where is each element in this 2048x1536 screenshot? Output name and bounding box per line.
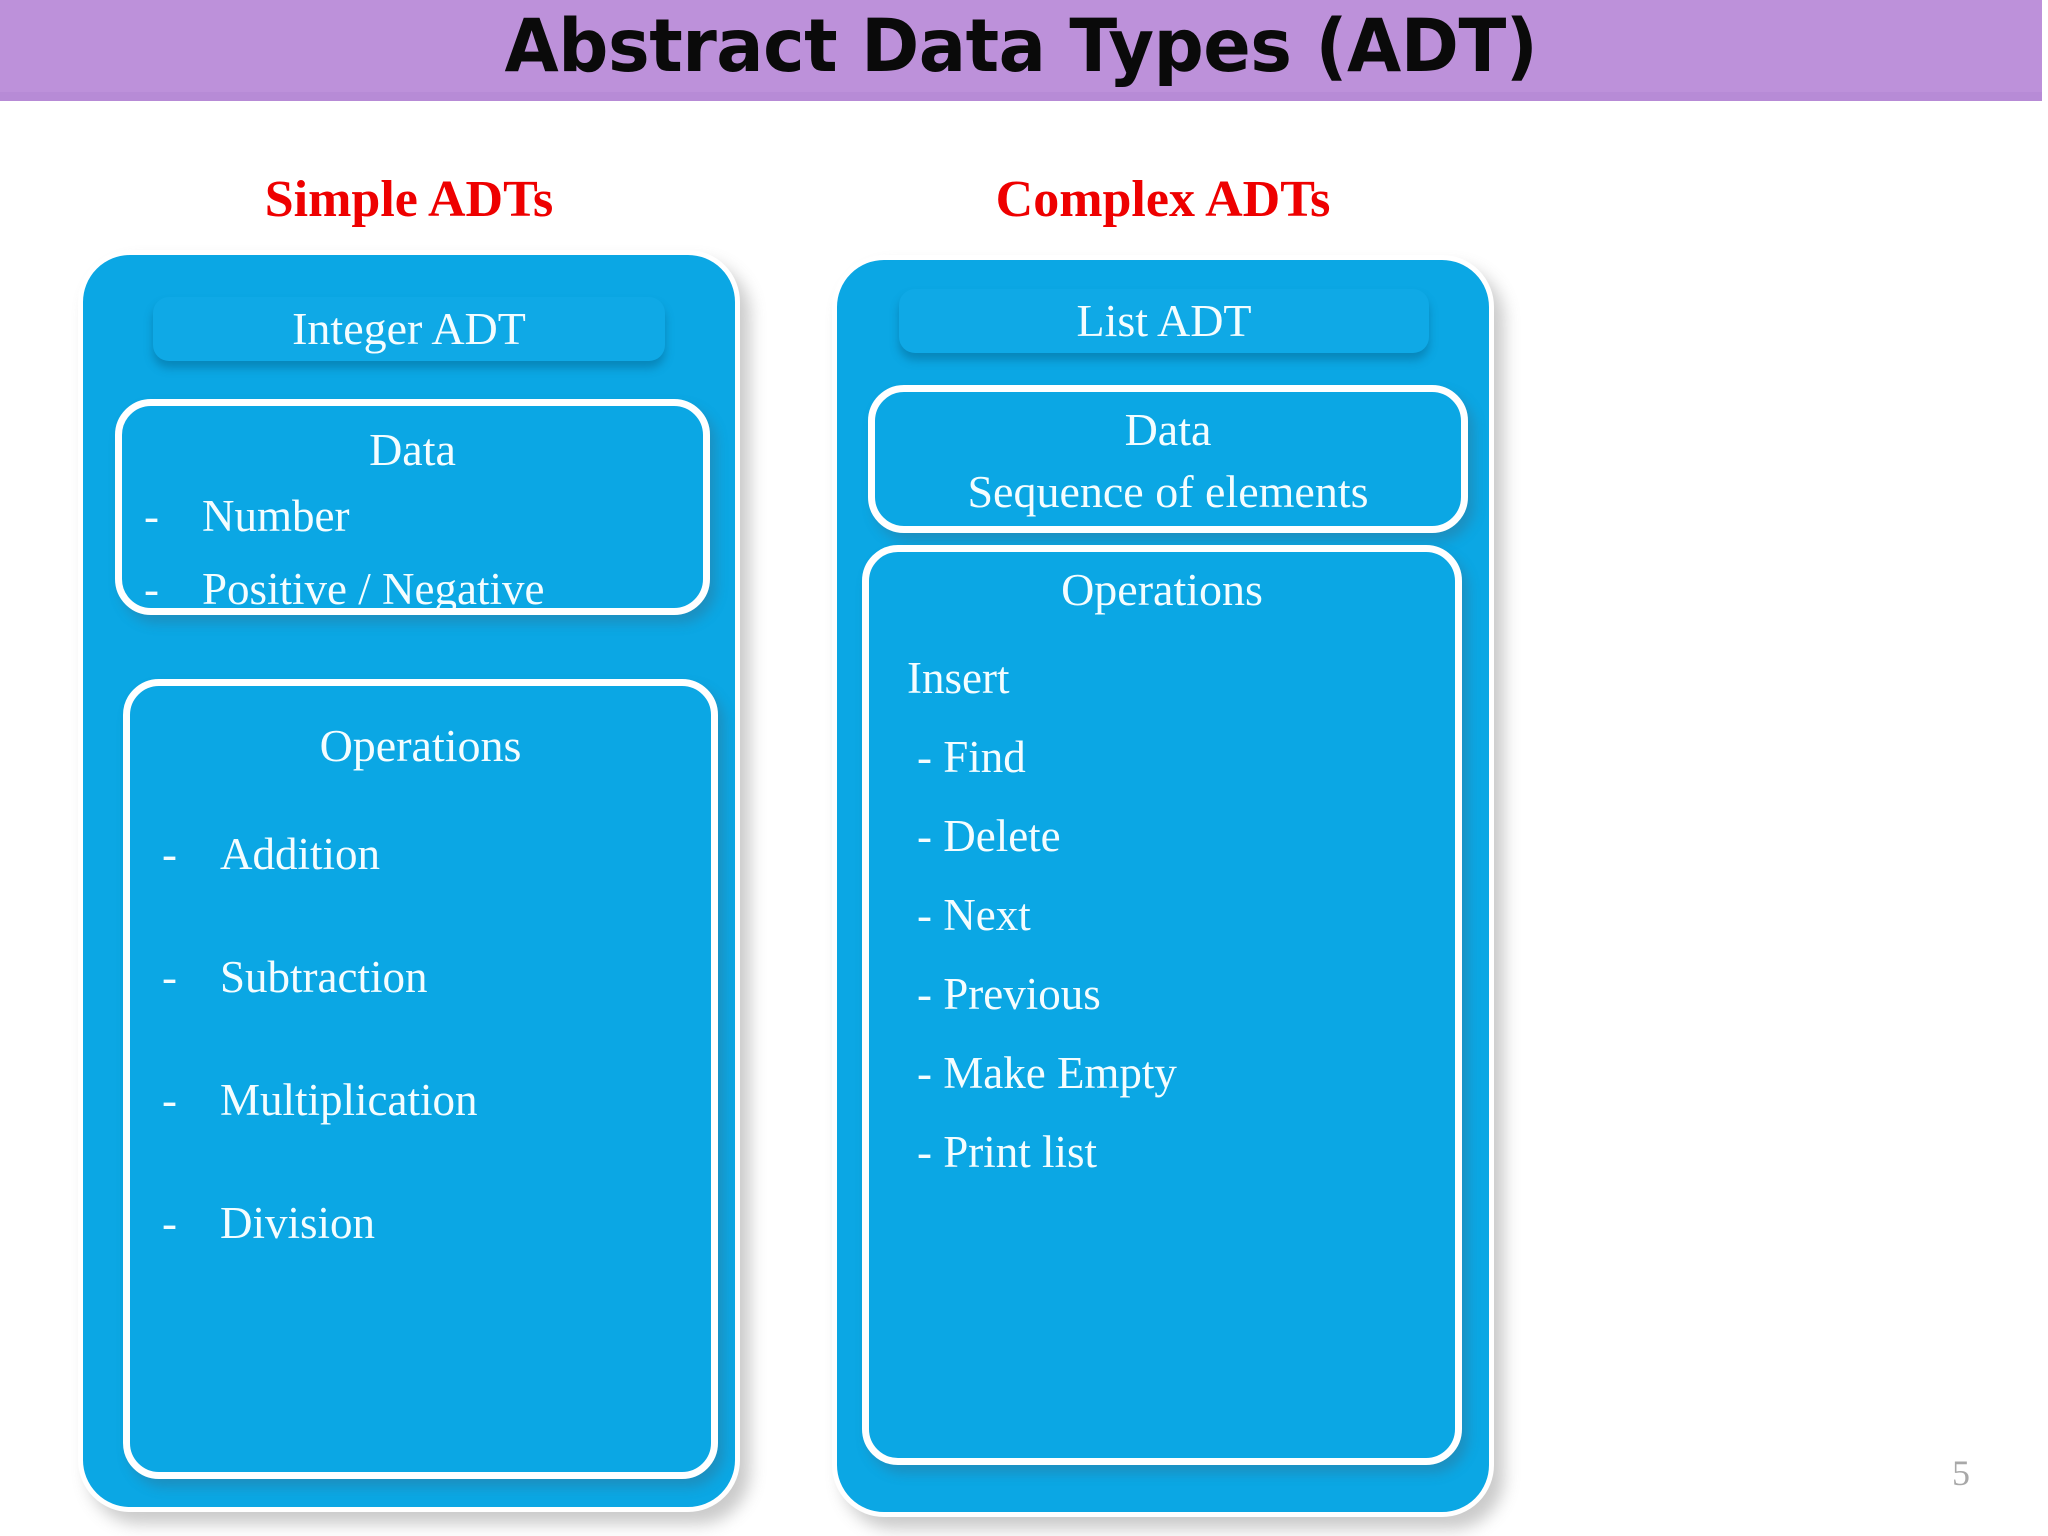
bullet-dash: -: [162, 952, 177, 1003]
complex-adt-panel: List ADT Data Sequence of elements Opera…: [832, 255, 1494, 1517]
bullet-dash: -: [144, 491, 159, 542]
integer-data-list: - Number - Positive / Negative: [144, 494, 703, 615]
list-operations-box: Operations Insert - Find - Delete - Next…: [862, 545, 1462, 1465]
list-adt-label: List ADT: [1076, 295, 1252, 346]
integer-data-title: Data: [369, 424, 456, 475]
list-item: Insert: [907, 653, 1010, 704]
right-column-heading: Complex ADTs: [995, 171, 1331, 228]
list-item: - Print list: [917, 1127, 1098, 1178]
list-operations-list: Insert - Find - Delete - Next - Previous…: [907, 656, 1455, 1175]
list-item: - Division: [162, 1201, 711, 1246]
simple-adt-panel: Integer ADT Data - Number - Positive / N…: [78, 250, 740, 1512]
bullet-dash: -: [162, 1198, 177, 1249]
bullet-text: Positive / Negative: [202, 564, 545, 615]
left-column-heading: Simple ADTs: [264, 171, 554, 228]
bullet-dash: -: [144, 564, 159, 615]
list-data-subtitle: Sequence of elements: [967, 466, 1369, 518]
list-item: - Number: [144, 494, 703, 539]
bullet-text: Multiplication: [220, 1075, 478, 1126]
integer-operations-list: - Addition - Subtraction - Multiplicatio…: [162, 832, 711, 1246]
page-title: Abstract Data Types (ADT): [504, 3, 1538, 89]
bullet-dash: -: [162, 1075, 177, 1126]
integer-adt-label: Integer ADT: [292, 303, 526, 354]
list-item: - Multiplication: [162, 1078, 711, 1123]
list-item: - Find: [917, 732, 1026, 783]
list-item: - Make Empty: [917, 1048, 1177, 1099]
bullet-text: Number: [202, 491, 350, 542]
list-item: - Subtraction: [162, 955, 711, 1000]
bullet-dash: -: [162, 829, 177, 880]
slide-title-bar: Abstract Data Types (ADT): [0, 0, 2042, 92]
list-item: - Delete: [917, 811, 1061, 862]
list-item: - Previous: [917, 969, 1101, 1020]
list-item: - Positive / Negative: [144, 564, 703, 615]
title-bar-underline: [0, 92, 2042, 101]
list-operations-title: Operations: [1061, 564, 1263, 615]
integer-adt-header-box: Integer ADT: [153, 297, 665, 361]
integer-operations-box: Operations - Addition - Subtraction - Mu…: [123, 679, 718, 1479]
integer-operations-title: Operations: [319, 720, 522, 771]
page-number: 5: [1952, 1453, 1970, 1493]
integer-data-box: Data - Number - Positive / Negative: [115, 399, 710, 615]
list-data-box: Data Sequence of elements: [868, 385, 1468, 533]
list-data-title: Data: [1124, 404, 1212, 455]
list-item: - Addition: [162, 832, 711, 877]
bullet-text: Addition: [220, 829, 381, 880]
bullet-text: Subtraction: [220, 952, 428, 1003]
bullet-text: Division: [220, 1198, 376, 1249]
list-item: - Next: [917, 890, 1031, 941]
list-adt-header-box: List ADT: [899, 289, 1429, 353]
